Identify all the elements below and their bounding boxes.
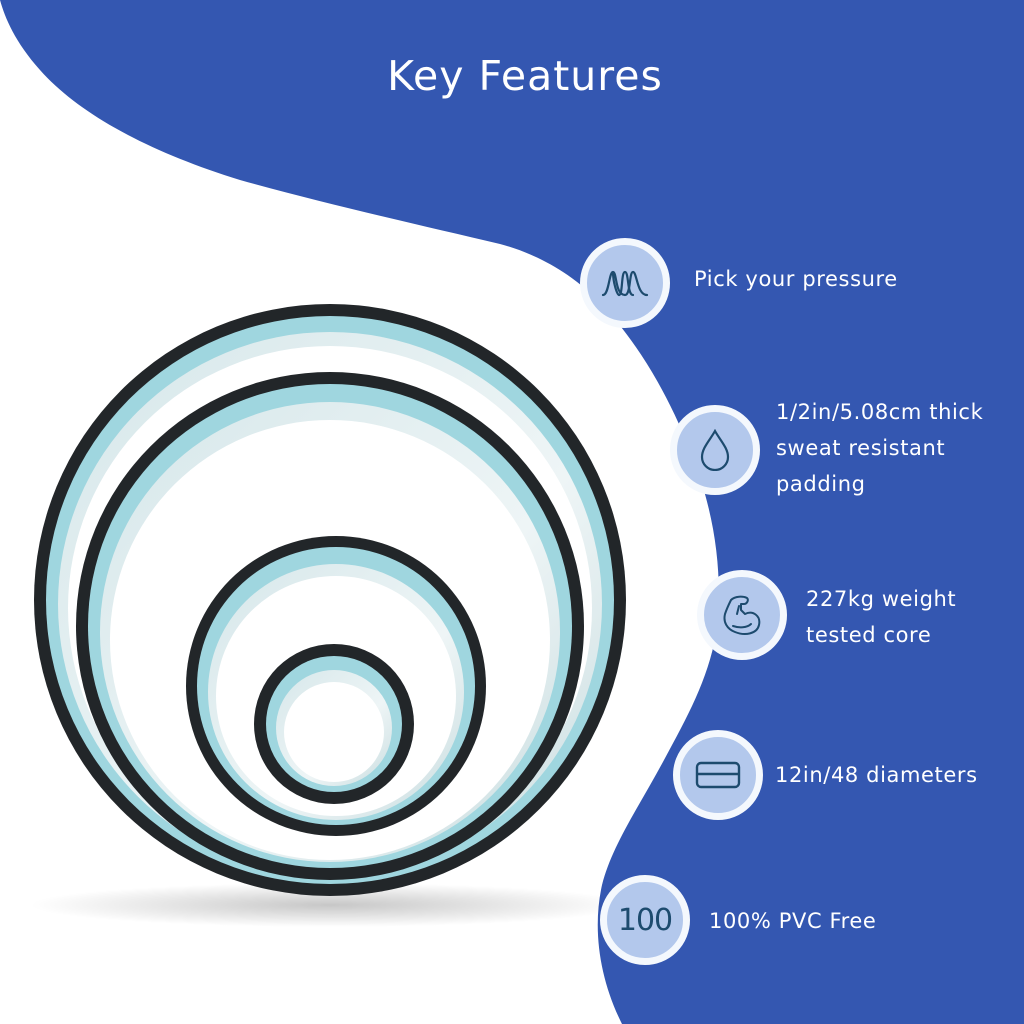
feature-weight-text: 227kg weight tested core bbox=[806, 587, 957, 647]
card-size-icon bbox=[673, 730, 763, 820]
page-title: Key Features bbox=[387, 52, 663, 100]
hundred-badge-icon: 100 bbox=[600, 875, 690, 965]
feature-padding-text: 1/2in/5.08cm thick sweat resistant paddi… bbox=[776, 400, 984, 496]
water-drop-icon bbox=[670, 405, 760, 495]
flexed-arm-icon bbox=[697, 570, 787, 660]
feature-pvc-free-text: 100% PVC Free bbox=[709, 909, 877, 933]
feature-pressure-text: Pick your pressure bbox=[694, 267, 898, 291]
pressure-wave-icon bbox=[580, 238, 670, 328]
hundred-badge-label: 100 bbox=[617, 902, 673, 938]
ring-small bbox=[254, 644, 414, 804]
feature-diameters-text: 12in/48 diameters bbox=[775, 763, 978, 787]
